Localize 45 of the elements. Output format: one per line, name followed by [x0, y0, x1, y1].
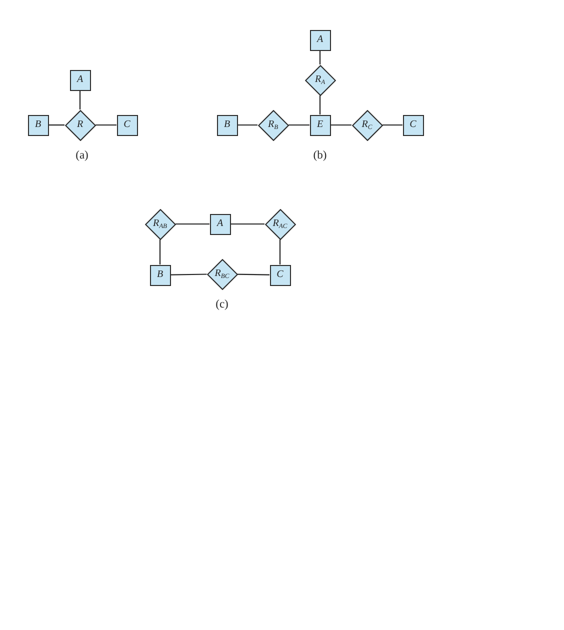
entity-name: C [410, 120, 416, 130]
connector-line [79, 90, 81, 110]
relationship-name: R$_{A}$ [314, 75, 326, 85]
relationship-name: R$_{BC}$ [214, 269, 230, 279]
connector-line [382, 124, 402, 126]
entity-box [28, 114, 48, 136]
connector-line [238, 124, 258, 126]
entity-name: C [124, 120, 130, 130]
entity-box [150, 264, 170, 286]
relationship-name: R [76, 120, 84, 130]
connector-line [230, 223, 264, 225]
entity-name: B [224, 120, 230, 130]
entity-box [310, 30, 330, 50]
entity-box [402, 114, 424, 136]
entity-name: E [316, 120, 324, 130]
connector-line [176, 223, 210, 225]
entity-box [70, 70, 90, 90]
entity-box [270, 264, 290, 286]
entity-name: B [156, 270, 164, 280]
entity-name: B [34, 120, 42, 130]
subfigure-caption: (a) [76, 150, 88, 162]
relationship-name: R$_{C}$ [362, 120, 372, 130]
entity-name: A [216, 219, 224, 229]
entity-box [310, 114, 330, 136]
relationship-name: R$_{AB}$ [152, 219, 168, 229]
entity-name: A [316, 35, 324, 45]
entity-box [210, 214, 230, 234]
connector-line [237, 274, 270, 276]
subfigure-caption: (c) [216, 298, 228, 312]
connector-line [319, 50, 321, 64]
connector-line [330, 124, 352, 126]
connector-line [288, 124, 310, 126]
entity-box [216, 114, 238, 136]
connector-line [319, 96, 321, 114]
connector-line [159, 240, 161, 264]
connector-line [48, 124, 64, 126]
entity-box [116, 114, 138, 136]
relationship-name: R$_{AC}$ [272, 219, 288, 229]
entity-name: A [76, 75, 84, 85]
connector-line [279, 240, 281, 264]
connector-line [170, 274, 207, 276]
entity-name: C [276, 270, 284, 280]
connector-line [96, 124, 116, 126]
subfigure-caption: (b) [313, 150, 327, 162]
relationship-name: R$_{B}$ [268, 120, 278, 130]
